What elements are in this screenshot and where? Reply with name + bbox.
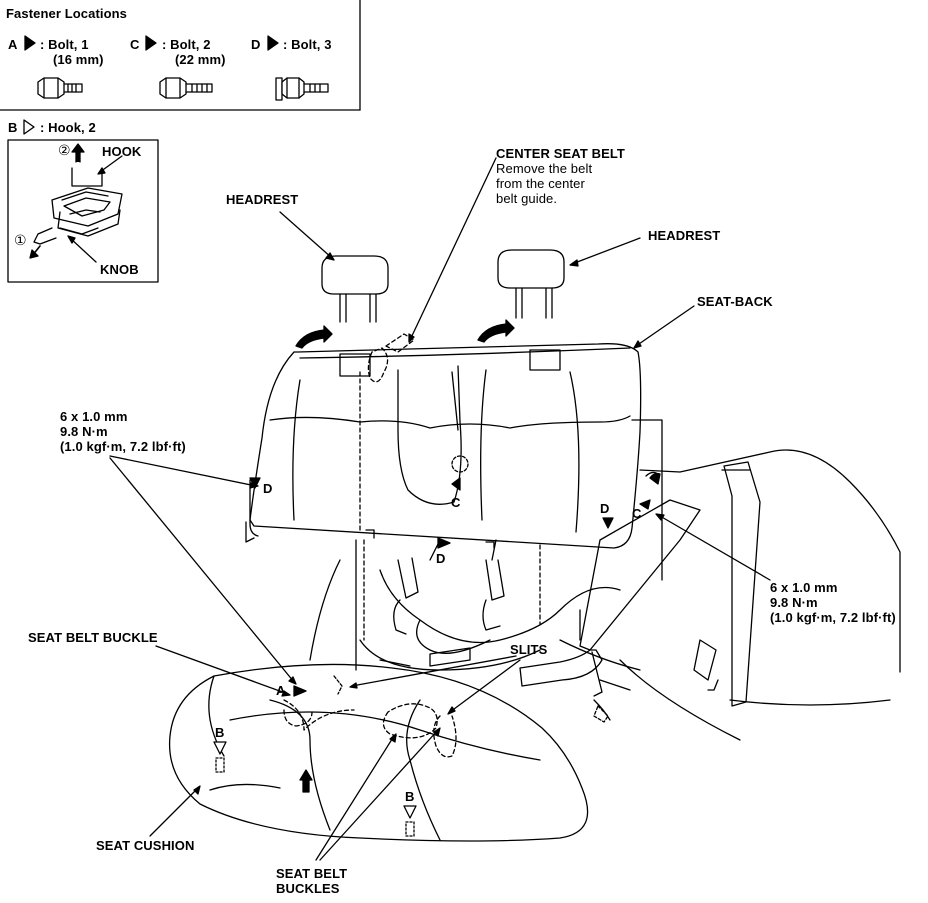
seat-belt-buckle-label: SEAT BELT BUCKLE xyxy=(28,630,158,645)
location-c-right: C xyxy=(632,506,642,521)
location-b-left: B xyxy=(215,725,225,740)
knob-label: KNOB xyxy=(100,262,139,277)
bolt-a-text: : Bolt, 1 xyxy=(40,37,89,52)
torque-left-kgf: (1.0 kgf·m, 7.2 lbf·ft) xyxy=(60,439,186,454)
location-d-bottom: D xyxy=(436,551,446,566)
arrow-d-icon xyxy=(267,35,279,51)
center-seat-belt-note-1: Remove the belt xyxy=(496,161,593,176)
location-b-right: B xyxy=(405,789,415,804)
torque-right-nm: 9.8 N·m xyxy=(770,595,818,610)
bolt-22mm-icon xyxy=(159,77,213,99)
arrow-c-icon xyxy=(145,35,157,51)
hook-b-text: : Hook, 2 xyxy=(40,120,96,135)
seat-belt-buckles-line-2: BUCKLES xyxy=(276,881,340,896)
seat-cushion-drawing xyxy=(168,663,589,842)
up-arrow-icon xyxy=(299,769,313,793)
hook-clip-icon xyxy=(33,143,123,245)
headrest-left-label: HEADREST xyxy=(226,192,299,207)
bolt-c-text: : Bolt, 2 xyxy=(162,37,211,52)
hook-inset-frame xyxy=(7,139,159,283)
headrest-right-label: HEADREST xyxy=(648,228,721,243)
center-seat-belt-note-2: from the center xyxy=(496,176,585,191)
arrow-a-icon xyxy=(24,35,36,51)
bolt-d-text: : Bolt, 3 xyxy=(283,37,332,52)
torque-left-size: 6 x 1.0 mm xyxy=(60,409,128,424)
step-1-marker: ① xyxy=(14,232,27,248)
fastener-panel-title: Fastener Locations xyxy=(6,6,127,21)
torque-right-kgf: (1.0 kgf·m, 7.2 lbf·ft) xyxy=(770,610,896,625)
location-d-right: D xyxy=(600,501,610,516)
bolt-a-letter: A xyxy=(8,37,18,52)
headrest-left-drawing xyxy=(321,255,389,323)
seat-cushion-label: SEAT CUSHION xyxy=(96,838,195,853)
seat-belt-buckles-line-1: SEAT BELT xyxy=(276,866,348,881)
arrow-b-icon xyxy=(23,119,35,135)
bolt-d-letter: D xyxy=(251,37,261,52)
center-seat-belt-note-3: belt guide. xyxy=(496,191,558,206)
center-seat-belt-title: CENTER SEAT BELT xyxy=(496,146,625,161)
body-side-drawing xyxy=(559,419,901,741)
fastener-panel-frame xyxy=(0,0,361,111)
headrest-right-drawing xyxy=(497,249,565,319)
bolt-c-letter: C xyxy=(130,37,140,52)
bolt-3-icon xyxy=(275,77,329,101)
torque-right-size: 6 x 1.0 mm xyxy=(770,580,838,595)
hook-label: HOOK xyxy=(102,144,142,159)
seat-back-label: SEAT-BACK xyxy=(697,294,773,309)
bolt-16mm-icon xyxy=(37,77,83,99)
slits-label: SLITS xyxy=(510,642,548,657)
bolt-c-size: (22 mm) xyxy=(175,52,226,67)
step-2-marker: ② xyxy=(58,142,71,158)
hook-b-letter: B xyxy=(8,120,18,135)
location-d-left: D xyxy=(263,481,273,496)
location-c-center: C xyxy=(451,495,461,510)
floor-drawing xyxy=(309,529,621,723)
seat-back-drawing xyxy=(245,333,642,549)
location-a-cushion: A xyxy=(276,683,286,698)
bolt-a-size: (16 mm) xyxy=(53,52,104,67)
torque-left-nm: 9.8 N·m xyxy=(60,424,108,439)
